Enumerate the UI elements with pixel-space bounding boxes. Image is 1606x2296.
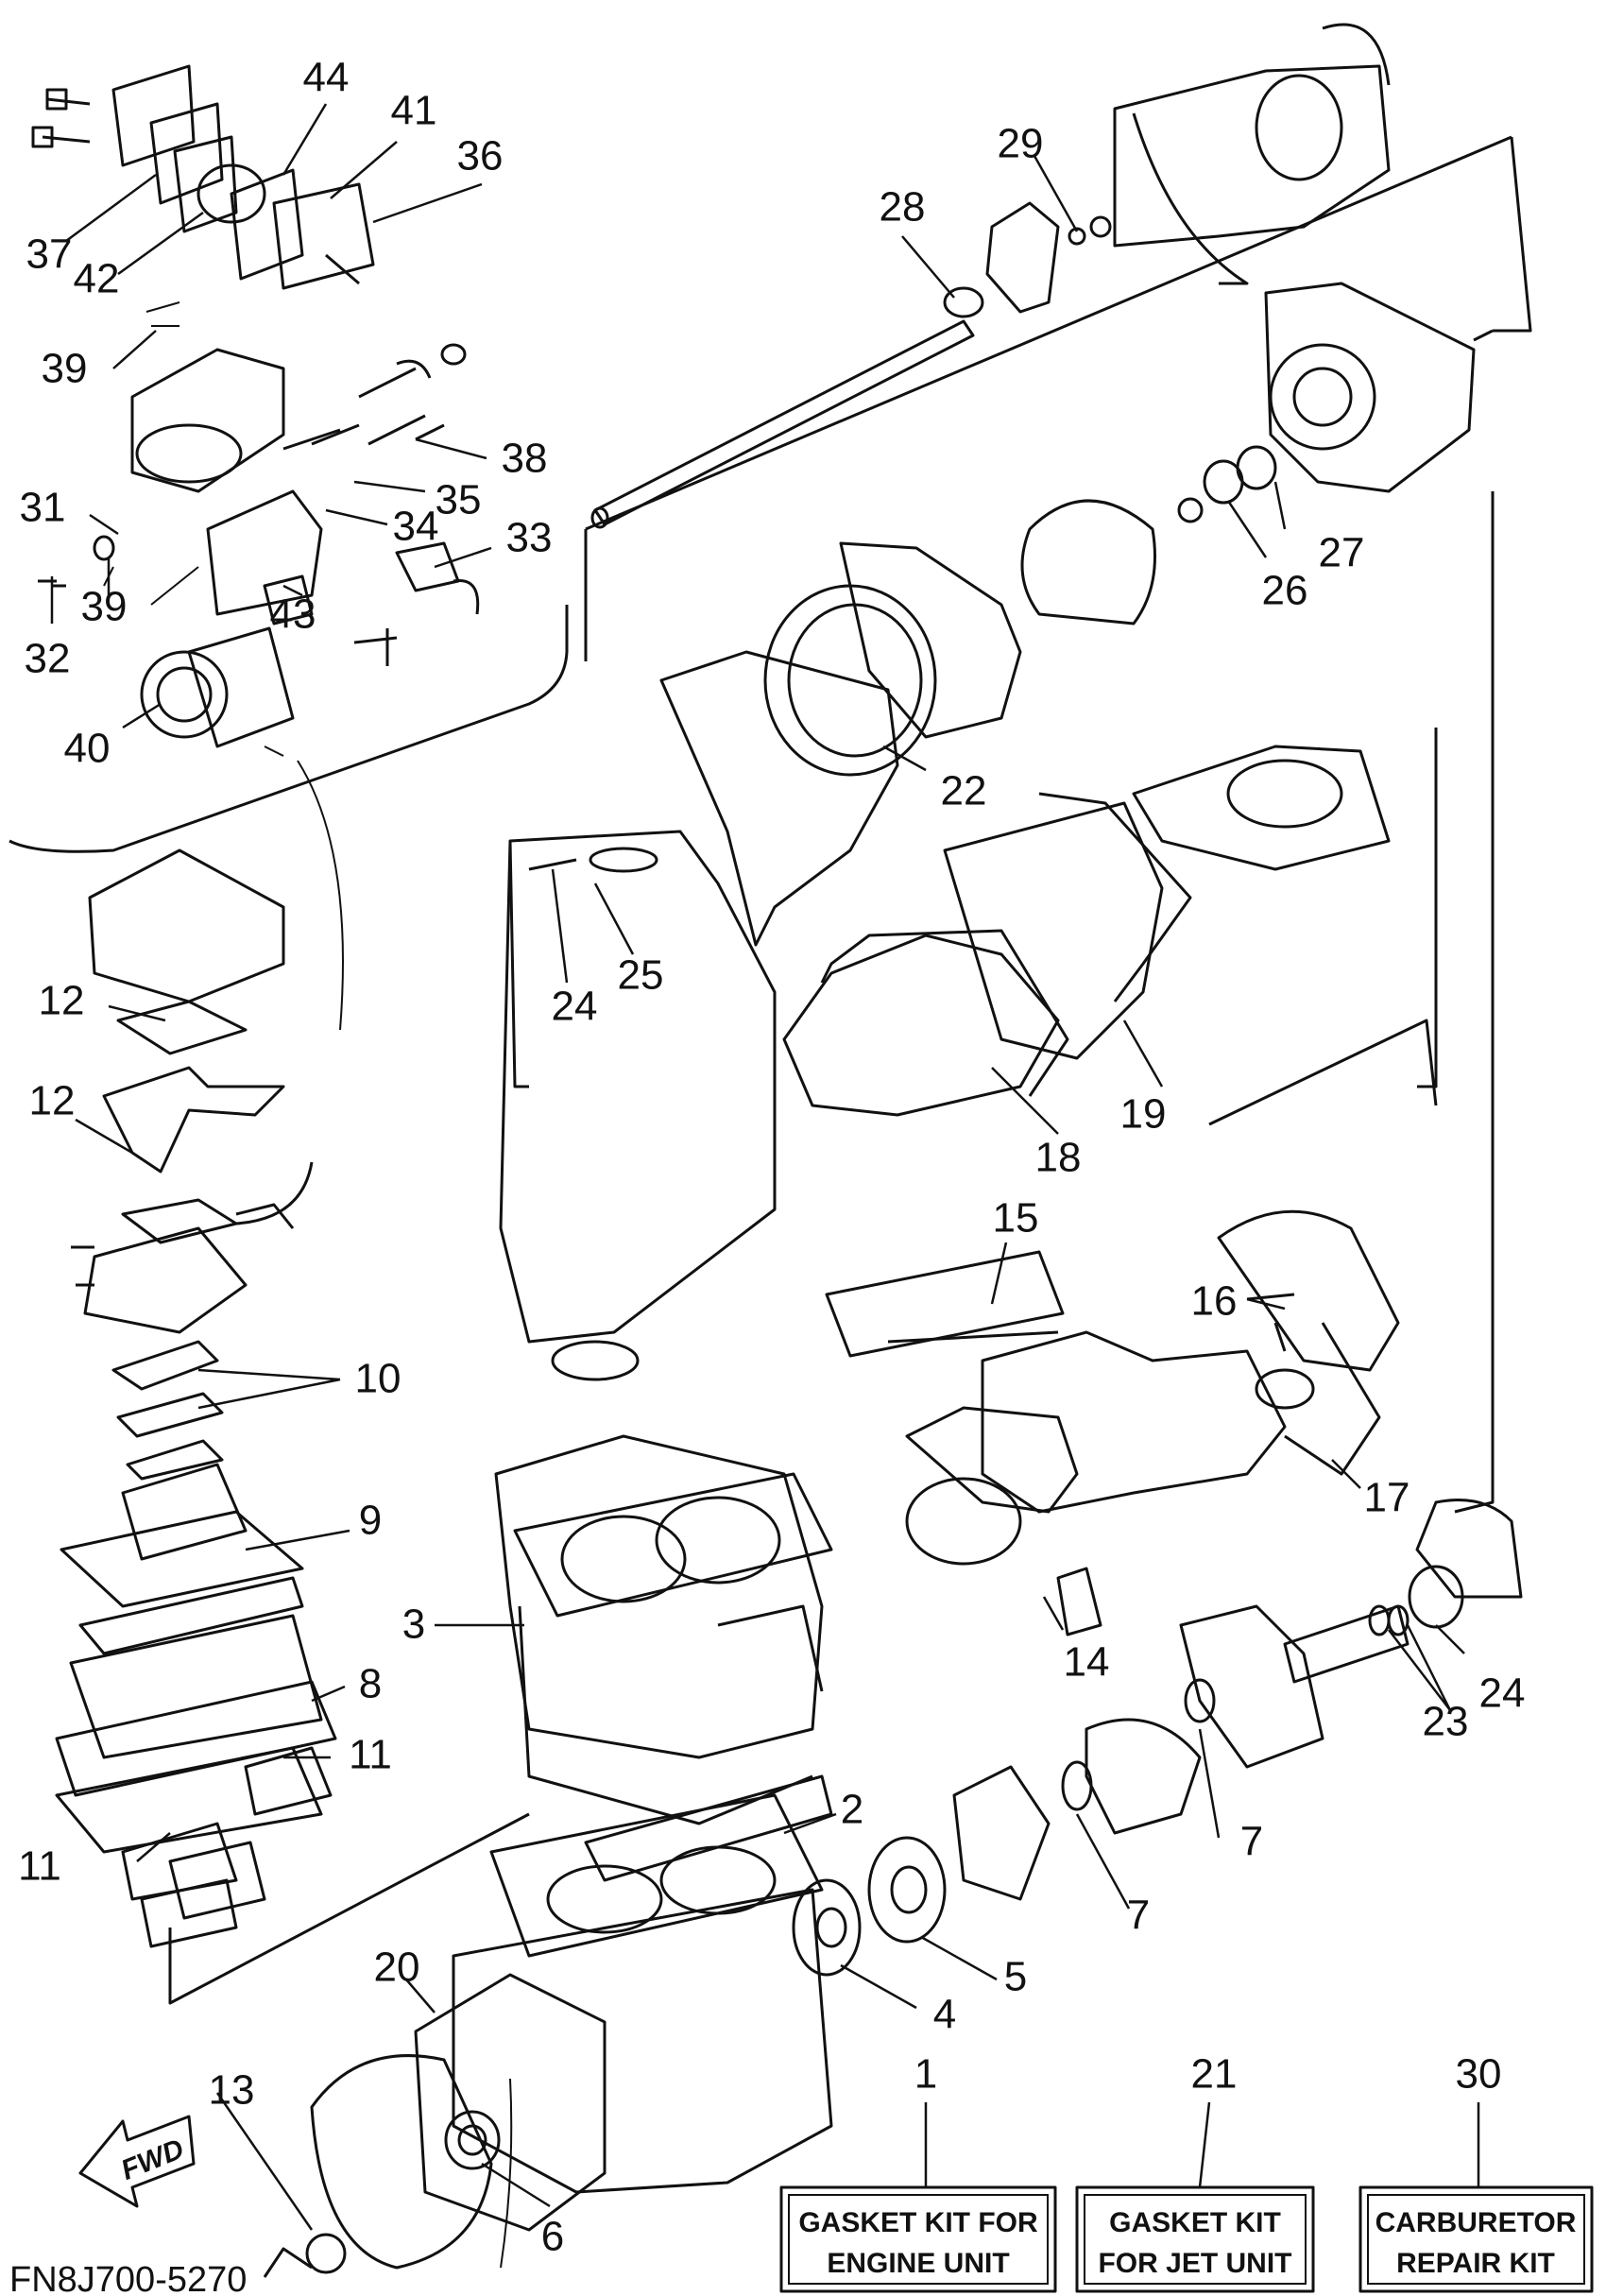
callout-11-left: 11: [18, 1843, 61, 1890]
callout-18: 18: [1035, 1135, 1082, 1181]
callout-24-left: 24: [552, 984, 598, 1030]
leader-lines: [50, 103, 1465, 2231]
callout-31: 31: [20, 485, 66, 531]
jet-pump-parts: [528, 23, 1532, 1514]
callout-36: 36: [457, 133, 504, 180]
callout-37: 37: [26, 231, 73, 278]
callout-32: 32: [25, 636, 71, 682]
callout-13: 13: [209, 2067, 255, 2114]
callout-15: 15: [993, 1195, 1039, 1242]
callout-23: 23: [1423, 1699, 1469, 1745]
callout-12-bottom: 12: [29, 1078, 76, 1124]
callout-16: 16: [1191, 1278, 1238, 1325]
callout-22: 22: [941, 768, 987, 814]
kit-1-line2: ENGINE UNIT: [827, 2248, 1009, 2279]
callout-17: 17: [1364, 1475, 1410, 1521]
callout-44: 44: [303, 55, 350, 101]
callout-41: 41: [391, 88, 437, 134]
kit-number-30: 30: [1456, 2051, 1502, 2098]
callout-numbers: 44 41 36 37 42 39 38 35 31 34 33 32 39 4…: [18, 55, 1525, 2260]
callout-43: 43: [270, 591, 316, 638]
callout-5: 5: [1004, 1954, 1027, 2000]
manifold-parts: [825, 1209, 1523, 1636]
kit-30-line2: REPAIR KIT: [1396, 2248, 1555, 2279]
callout-2: 2: [841, 1787, 863, 1833]
callout-35: 35: [436, 477, 482, 523]
fwd-arrow-icon: FWD: [78, 2115, 196, 2208]
callout-8: 8: [359, 1661, 382, 1707]
exhaust-parts: [499, 728, 1438, 1381]
carburetor-parts: [31, 64, 480, 757]
callout-27: 27: [1319, 530, 1365, 576]
kit-number-1: 1: [914, 2051, 937, 2098]
callout-7-right: 7: [1240, 1819, 1263, 1865]
callout-9: 9: [359, 1498, 382, 1544]
callout-12-top: 12: [39, 978, 85, 1024]
callout-4: 4: [933, 1992, 956, 2038]
kit-number-21: 21: [1191, 2051, 1238, 2098]
kit-box-30: 30 CARBURETOR REPAIR KIT: [1358, 2051, 1594, 2293]
callout-38: 38: [502, 436, 548, 482]
kit-box-21: 21 GASKET KIT FOR JET UNIT: [1075, 2051, 1315, 2293]
kit-21-line2: FOR JET UNIT: [1098, 2248, 1291, 2279]
kit-30-line1: CARBURETOR: [1375, 2207, 1577, 2238]
water-pump-parts: [792, 1565, 1464, 1977]
diagram-code: FN8J700-5270: [9, 2260, 247, 2296]
callout-26: 26: [1262, 568, 1308, 614]
callout-28: 28: [880, 184, 926, 231]
callout-11-right: 11: [349, 1732, 392, 1778]
callout-39-top: 39: [42, 346, 88, 392]
callout-10: 10: [355, 1356, 402, 1402]
intake-parts: [55, 848, 530, 2005]
callout-39-bottom: 39: [81, 584, 128, 630]
callout-7-left: 7: [1127, 1893, 1150, 1939]
callout-33: 33: [506, 515, 553, 561]
callout-6: 6: [541, 2214, 564, 2260]
callout-24-right: 24: [1479, 1671, 1526, 1717]
callout-40: 40: [64, 726, 111, 772]
callout-25: 25: [618, 952, 664, 999]
callout-34: 34: [393, 504, 439, 550]
kit-21-line1: GASKET KIT: [1109, 2207, 1281, 2238]
callout-42: 42: [74, 256, 120, 302]
callout-19: 19: [1120, 1091, 1167, 1138]
carburetor-inset: [9, 605, 569, 1229]
callout-3: 3: [402, 1602, 425, 1648]
callout-20: 20: [374, 1945, 420, 1991]
callout-14: 14: [1064, 1639, 1110, 1686]
kit-1-line1: GASKET KIT FOR: [798, 2207, 1038, 2238]
kit-box-1: 1 GASKET KIT FOR ENGINE UNIT: [779, 2051, 1057, 2293]
engine-block-parts: [263, 1434, 833, 2278]
callout-29: 29: [998, 121, 1044, 167]
